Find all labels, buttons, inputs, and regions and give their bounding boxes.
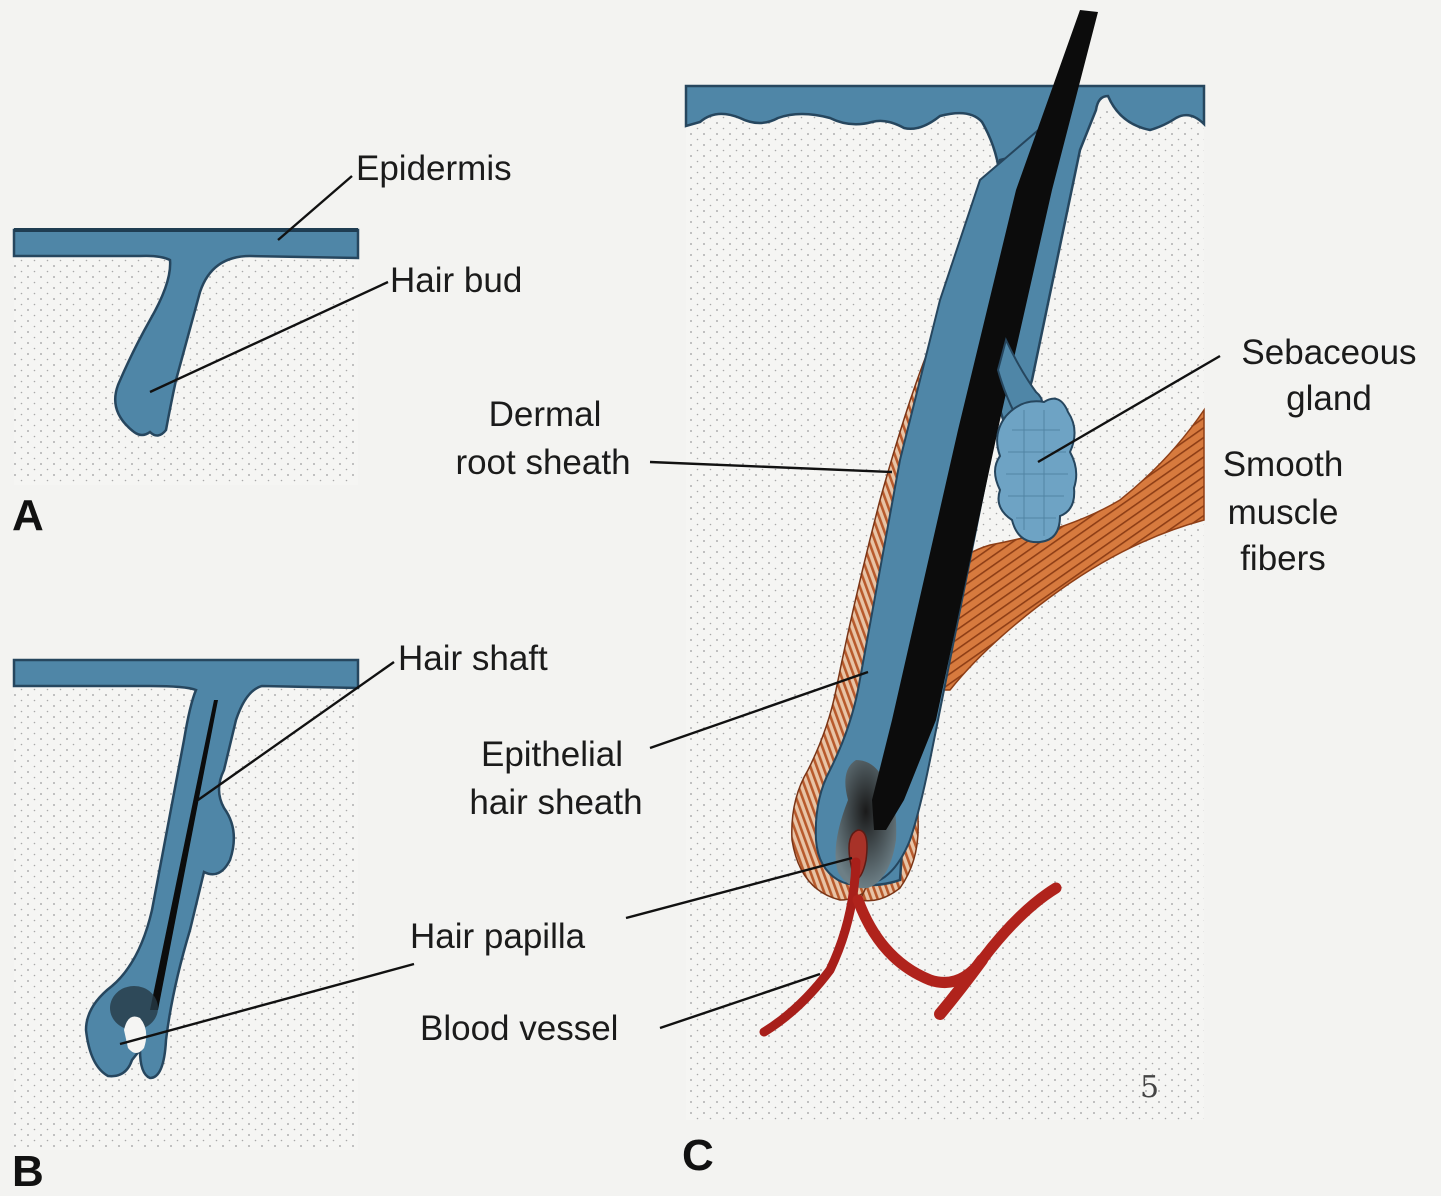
label-hair-papilla: Hair papilla xyxy=(410,914,585,960)
label-epithelial-hair-sheath-2: hair sheath xyxy=(444,780,668,826)
label-smooth-muscle-1: Smooth xyxy=(1200,442,1366,488)
label-epithelial-hair-sheath-1: Epithelial xyxy=(452,732,652,778)
panel-a xyxy=(14,230,358,485)
label-smooth-muscle-2: muscle xyxy=(1200,490,1366,536)
label-smooth-muscle-3: fibers xyxy=(1200,536,1366,582)
artist-signature: 5 xyxy=(1140,1070,1159,1105)
label-blood-vessel: Blood vessel xyxy=(420,1006,618,1052)
label-sebaceous-gland-1: Sebaceous xyxy=(1222,330,1436,376)
label-dermal-root-sheath-1: Dermal xyxy=(440,392,650,438)
panel-letter-a: A xyxy=(12,492,44,540)
label-epidermis: Epidermis xyxy=(356,146,512,192)
panel-b xyxy=(14,660,358,1150)
panel-c xyxy=(686,10,1204,1120)
panel-letter-c: C xyxy=(682,1132,714,1180)
label-hair-bud: Hair bud xyxy=(390,258,522,304)
label-sebaceous-gland-2: gland xyxy=(1222,376,1436,422)
label-dermal-root-sheath-2: root sheath xyxy=(436,440,650,486)
panel-letter-b: B xyxy=(12,1148,44,1196)
label-hair-shaft: Hair shaft xyxy=(398,636,548,682)
